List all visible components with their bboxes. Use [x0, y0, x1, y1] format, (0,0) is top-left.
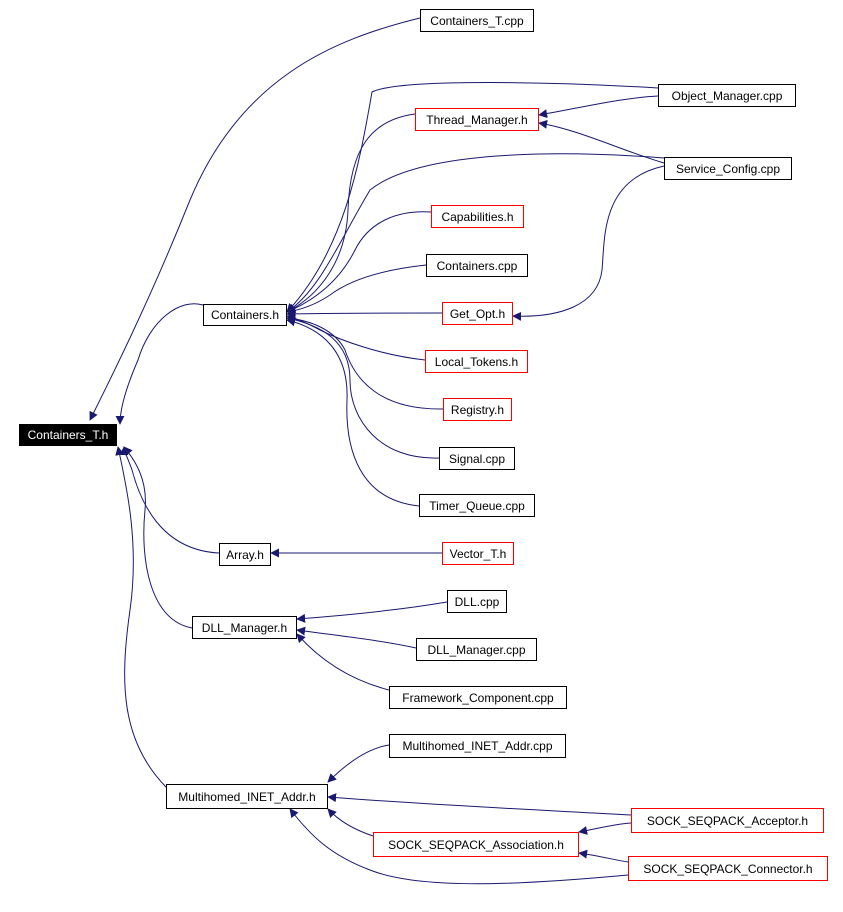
node-capabilities-h[interactable]: Capabilities.h [431, 205, 524, 228]
edge-sock-seqpack-acceptor-h-to-sock-seqpack-association-h [578, 822, 632, 835]
edge-dll-manager-cpp-to-dll-manager-h [296, 626, 417, 649]
node-thread-manager-h[interactable]: Thread_Manager.h [415, 108, 539, 131]
edge-signal-cpp-to-containers-h [286, 315, 440, 459]
node-containers-cpp[interactable]: Containers.cpp [426, 254, 528, 277]
edge-capabilities-h-to-containers-h [286, 211, 432, 313]
edge-service-config-cpp-to-thread-manager-h [538, 119, 665, 164]
node-sock-seqpack-acceptor-h[interactable]: SOCK_SEQPACK_Acceptor.h [631, 808, 824, 833]
edge-registry-h-to-containers-h [286, 314, 444, 410]
edge-containers-h-to-containers-t-h [115, 303, 204, 425]
node-registry-h[interactable]: Registry.h [443, 398, 512, 421]
edges [89, 17, 665, 885]
node-dll-cpp[interactable]: DLL.cpp [447, 590, 507, 613]
edge-sock-seqpack-association-h-to-multihomed-inet-addr-h [327, 808, 374, 837]
node-multihomed-inet-addr-cpp[interactable]: Multihomed_INET_Addr.cpp [389, 734, 566, 758]
node-vector-t-h[interactable]: Vector_T.h [442, 542, 514, 565]
edge-containers-t-cpp-to-containers-t-h [89, 17, 421, 421]
edge-thread-manager-h-to-containers-h [286, 113, 416, 313]
node-dll-manager-h[interactable]: DLL_Manager.h [192, 616, 297, 639]
node-timer-queue-cpp[interactable]: Timer_Queue.cpp [419, 494, 535, 517]
edge-sock-seqpack-connector-h-to-multihomed-inet-addr-h [289, 808, 629, 885]
edge-timer-queue-cpp-to-containers-h [286, 317, 420, 507]
edge-dll-manager-h-to-containers-t-h [123, 446, 193, 629]
node-sock-seqpack-association-h[interactable]: SOCK_SEQPACK_Association.h [373, 832, 579, 857]
node-local-tokens-h[interactable]: Local_Tokens.h [425, 350, 528, 373]
edge-object-manager-cpp-to-thread-manager-h [538, 95, 659, 119]
node-object-manager-cpp[interactable]: Object_Manager.cpp [658, 84, 796, 107]
node-containers-t-h[interactable]: Containers_T.h [19, 424, 117, 446]
edge-sock-seqpack-connector-h-to-sock-seqpack-association-h [578, 849, 629, 863]
edge-get-opt-h-to-containers-h [286, 309, 443, 319]
edge-service-config-cpp-to-containers-h [286, 153, 665, 313]
node-service-config-cpp[interactable]: Service_Config.cpp [664, 157, 792, 180]
edge-sock-seqpack-acceptor-h-to-multihomed-inet-addr-h [327, 793, 632, 816]
edge-object-manager-cpp-to-containers-h [286, 82, 659, 313]
node-array-h[interactable]: Array.h [219, 543, 271, 566]
edge-multihomed-inet-addr-cpp-to-multihomed-inet-addr-h [327, 744, 390, 783]
edge-service-config-cpp-to-get-opt-h [512, 165, 665, 321]
node-containers-t-cpp[interactable]: Containers_T.cpp [420, 9, 534, 32]
edge-array-h-to-containers-t-h [119, 446, 220, 554]
node-get-opt-h[interactable]: Get_Opt.h [442, 302, 513, 325]
node-framework-component-cpp[interactable]: Framework_Component.cpp [389, 686, 567, 709]
edge-containers-cpp-to-containers-h [286, 264, 427, 316]
edge-multihomed-inet-addr-h-to-containers-t-h [115, 446, 167, 788]
node-multihomed-inet-addr-h[interactable]: Multihomed_INET_Addr.h [166, 784, 328, 809]
node-dll-manager-cpp[interactable]: DLL_Manager.cpp [416, 638, 537, 661]
edge-dll-cpp-to-dll-manager-h [296, 601, 448, 623]
edge-local-tokens-h-to-containers-h [286, 313, 426, 361]
node-containers-h[interactable]: Containers.h [203, 304, 287, 326]
node-signal-cpp[interactable]: Signal.cpp [439, 447, 515, 470]
node-sock-seqpack-connector-h[interactable]: SOCK_SEQPACK_Connector.h [628, 856, 828, 881]
edge-framework-component-cpp-to-dll-manager-h [296, 633, 390, 691]
